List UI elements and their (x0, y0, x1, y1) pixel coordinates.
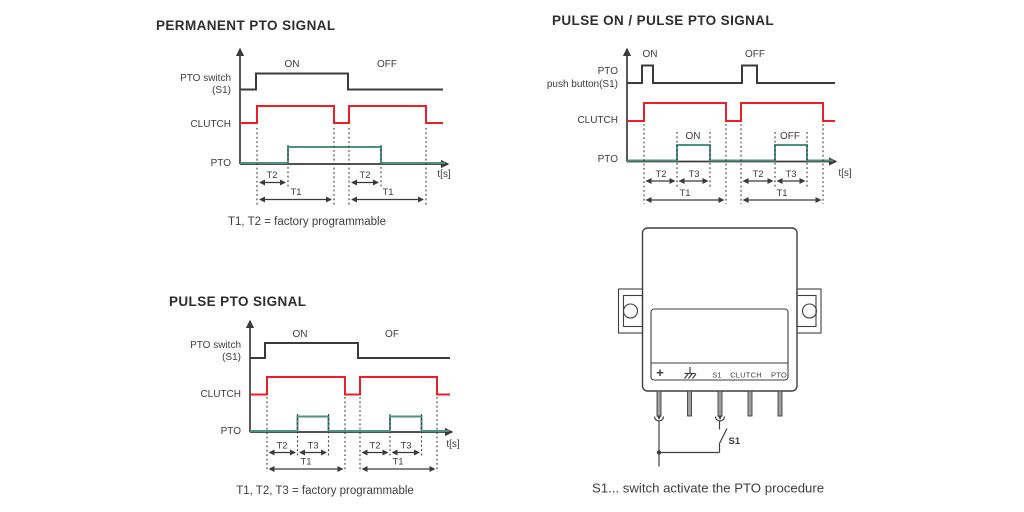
s1-switch-label: S1 (729, 436, 741, 447)
mounting-hole-left (622, 303, 639, 319)
pulse-clutch-signal (250, 376, 450, 396)
pulse-t3-label-2: T3 (400, 441, 411, 452)
pulse-on-title: PULSE ON / PULSE PTO SIGNAL (552, 13, 774, 28)
pulse-off-label: OF (385, 329, 399, 340)
pulse-time-arrows: T2 T3 T2 T3 T1 T1 (268, 441, 436, 472)
chassis-ground-icon (684, 367, 697, 379)
pulse-on-pto-signal (627, 144, 833, 162)
permanent-switch-label-line2: (S1) (212, 85, 231, 96)
pulse-on-switch-label-line1: PTO (598, 66, 619, 77)
pulse-pto-diagram: PULSE PTO SIGNAL ON OF PTO switch (S1) C… (169, 294, 460, 497)
pulse-on-clutch-signal (627, 102, 835, 122)
permanent-pto-signal (240, 146, 445, 164)
mounting-hole-right (801, 303, 818, 319)
pulse-pto-label: PTO (221, 426, 242, 437)
permanent-title: PERMANENT PTO SIGNAL (156, 18, 336, 33)
pulse-on-pto-off-label: OFF (780, 131, 800, 142)
terminal-s1-label: S1 (712, 371, 722, 380)
pin-socket-icons (653, 416, 726, 422)
pulse-pto-signal (250, 415, 449, 432)
pulse-on-dotted-guides (643, 124, 824, 204)
pulse-t1-label-2: T1 (392, 457, 403, 468)
pulse-on-clutch-label: CLUTCH (577, 115, 618, 126)
pulse-on-pto-on-label: ON (686, 131, 701, 142)
pulse-on-time-arrows: T2 T3 T2 T3 T1 T1 (645, 169, 822, 203)
permanent-caption: T1, T2 = factory programmable (228, 216, 386, 228)
pulse-switch-signal (250, 342, 450, 359)
permanent-switch-signal (240, 72, 443, 91)
pulse-on-t3-label-2: T3 (785, 169, 796, 180)
permanent-clutch-label: CLUTCH (190, 119, 231, 130)
connector-panel (650, 308, 789, 381)
pulse-on-pulse-pto-diagram: PULSE ON / PULSE PTO SIGNAL ON OFF PTO p… (547, 13, 852, 204)
s1-switch-circuit: S1 (656, 421, 741, 467)
permanent-t2-label-2: T2 (359, 170, 370, 181)
permanent-switch-label-line1: PTO switch (180, 73, 231, 84)
permanent-pto-label: PTO (211, 158, 232, 169)
pulse-on-t2-label-2: T2 (752, 169, 763, 180)
pulse-t3-label-1: T3 (307, 441, 318, 452)
pto-control-unit-illustration: + S1 CLUTCH PTO (592, 227, 824, 496)
pulse-t1-label-1: T1 (300, 457, 311, 468)
pulse-dotted-guides (266, 397, 438, 472)
permanent-t1-label-2: T1 (382, 187, 393, 198)
pulse-t2-label-1: T2 (276, 441, 287, 452)
pulse-on-time-unit-label: t[s] (838, 168, 852, 179)
pulse-on-t1-label-1: T1 (679, 188, 690, 199)
permanent-time-unit-label: t[s] (437, 169, 451, 180)
pulse-switch-label-line1: PTO switch (190, 340, 241, 351)
permanent-t2-label-1: T2 (266, 170, 277, 181)
pulse-on-label: ON (293, 329, 308, 340)
pulse-caption: T1, T2, T3 = factory programmable (236, 485, 414, 497)
pulse-clutch-label: CLUTCH (200, 389, 241, 400)
pulse-on-pto-label: PTO (598, 154, 619, 165)
device-caption: S1... switch activate the PTO procedure (592, 481, 824, 496)
mounting-flange-right (796, 288, 822, 334)
terminal-pins (656, 390, 783, 417)
mounting-flange-left (617, 288, 644, 334)
pulse-switch-label-line2: (S1) (222, 352, 241, 363)
permanent-pto-diagram: PERMANENT PTO SIGNAL ON OFF PTO switch (… (156, 18, 451, 228)
pulse-on-switch-label-line2: push button(S1) (547, 79, 618, 90)
pulse-on-button-signal (627, 64, 835, 84)
pulse-on-btn-on-label: ON (643, 49, 658, 60)
permanent-on-label: ON (285, 59, 300, 70)
permanent-off-label: OFF (377, 59, 397, 70)
pulse-title: PULSE PTO SIGNAL (169, 294, 306, 309)
terminal-plus-label: + (656, 365, 664, 380)
pulse-on-t1-label-2: T1 (776, 188, 787, 199)
permanent-clutch-signal (240, 105, 443, 124)
pulse-on-t3-label-1: T3 (688, 169, 699, 180)
permanent-dotted-guides (256, 128, 427, 205)
s1-switch-blade (718, 428, 728, 453)
terminal-clutch-label: CLUTCH (730, 371, 762, 380)
terminal-pto-label: PTO (771, 371, 787, 380)
pulse-time-unit-label: t[s] (446, 439, 460, 450)
pulse-t2-label-2: T2 (369, 441, 380, 452)
permanent-time-arrows: T2 T2 T1 T1 (259, 170, 424, 203)
pulse-on-btn-off-label: OFF (745, 49, 765, 60)
pulse-on-t2-label-1: T2 (655, 169, 666, 180)
permanent-t1-label-1: T1 (290, 187, 301, 198)
